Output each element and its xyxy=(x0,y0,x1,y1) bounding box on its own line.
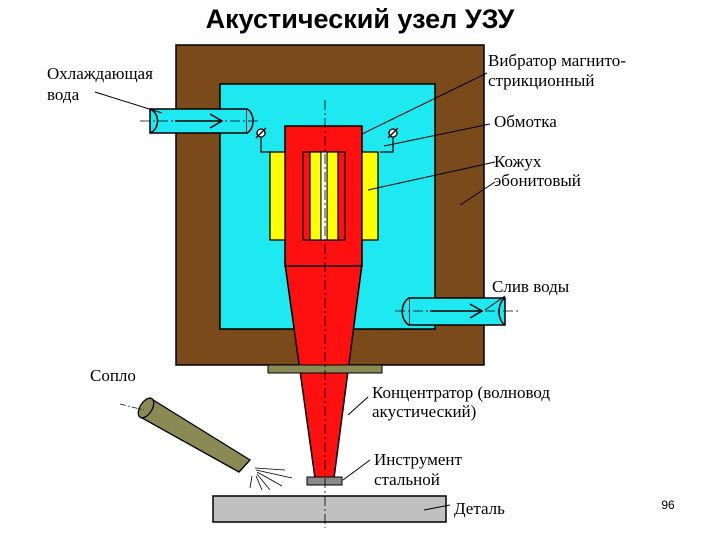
label-tool: Инструмент xyxy=(374,450,463,469)
label-drain: Слив воды xyxy=(492,277,570,296)
abrasive-spray xyxy=(249,467,293,491)
label-concentrator: Концентратор (волновод xyxy=(372,383,550,402)
label-vibrator: Вибратор магнито- xyxy=(488,51,626,70)
winding-coils xyxy=(269,151,379,241)
leader-lines xyxy=(94,72,506,511)
diagram-title: Акустический узел УЗУ xyxy=(206,4,516,34)
water-drain-pipe xyxy=(395,297,518,326)
work-part xyxy=(212,495,447,523)
steel-tool xyxy=(306,476,343,486)
label-casing-2: эбонитовый xyxy=(494,171,581,190)
label-winding: Обмотка xyxy=(494,112,557,131)
label-tool-2: стальной xyxy=(374,470,440,489)
label-cooling-water-2: вода xyxy=(47,85,80,104)
label-nozzle: Сопло xyxy=(90,366,136,385)
page-number: 96 xyxy=(661,498,675,512)
water-inlet-pipe xyxy=(140,108,260,134)
label-concentrator-2: акустический) xyxy=(372,402,476,421)
label-cooling-water: Охлаждающая xyxy=(47,64,153,83)
label-casing: Кожух xyxy=(494,152,542,171)
winding-leads xyxy=(255,127,399,153)
label-vibrator-2: стрикционный xyxy=(488,71,594,90)
label-part: Деталь xyxy=(454,499,505,518)
nozzle xyxy=(119,397,252,473)
